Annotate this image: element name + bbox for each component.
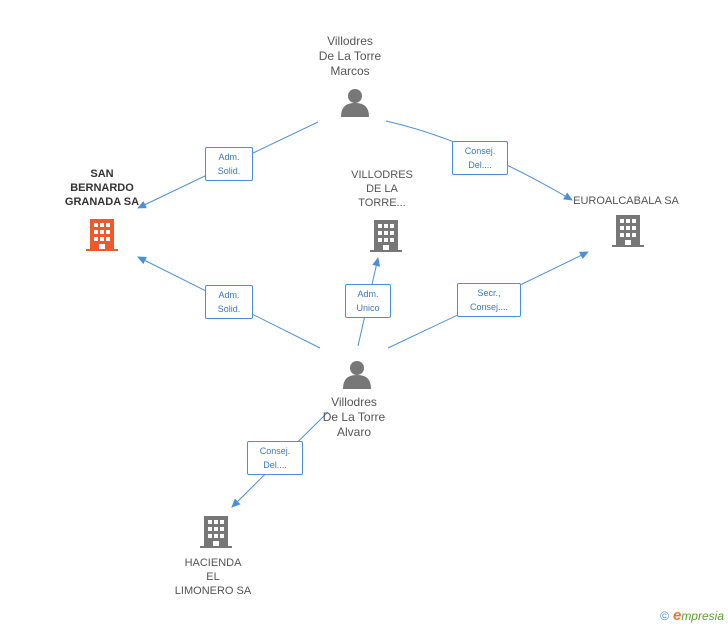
label-line: GRANADA SA [64,196,140,208]
edge-label-line: Consej. [259,446,291,456]
building-icon[interactable] [370,220,402,252]
edge-label-line: Adm. [218,152,240,162]
edge-label-line: Del.... [468,160,492,170]
brand-name: mpresia [681,609,724,623]
person-icon[interactable] [343,361,371,389]
node-label-marcos[interactable]: Villodres De La Torre Marcos [300,34,400,79]
label-line: SAN [90,168,114,180]
edge-label-line: Adm. [218,290,240,300]
edge-label-line: Unico [356,303,380,313]
label-line: DE LA [366,183,398,195]
label-line: VILLODRES [351,169,413,181]
edge-label-alvaro-sanbernardo[interactable]: Adm. Solid. [205,285,253,319]
label-line: De La Torre [322,410,386,424]
edge-label-marcos-euroalcabala[interactable]: Consej. Del.... [452,141,508,175]
edge-label-line: Del.... [263,460,287,470]
edge-label-line: Consej.... [469,302,509,312]
node-label-villodres-torre[interactable]: VILLODRES DE LA TORRE... [332,168,432,210]
label-line: TORRE... [358,197,406,209]
edge-label-line: Adm. [357,289,379,299]
label-line: Villodres [327,34,373,48]
node-label-euroalcabala[interactable]: EUROALCABALA SA [566,194,686,208]
edge-label-line: Secr., [477,288,501,298]
label-line: LIMONERO SA [174,585,252,597]
label-line: Marcos [330,64,370,78]
label-line: Villodres [331,395,377,409]
label-line: EUROALCABALA SA [573,195,679,207]
node-label-hacienda[interactable]: HACIENDA EL LIMONERO SA [163,556,263,598]
brand-initial: e [672,607,682,624]
edge-label-alvaro-euroalcabala[interactable]: Secr., Consej.... [457,283,521,317]
node-label-alvaro[interactable]: Villodres De La Torre Alvaro [304,395,404,440]
node-label-san-bernardo[interactable]: SAN BERNARDO GRANADA SA [52,167,152,209]
person-icon[interactable] [341,89,369,117]
edge-label-line: Solid. [217,304,241,314]
copyright-icon: © [660,609,669,623]
edge-label-marcos-sanbernardo[interactable]: Adm. Solid. [205,147,253,181]
label-line: HACIENDA [184,557,242,569]
label-line: Alvaro [336,425,371,439]
building-icon[interactable] [200,516,232,548]
label-line: BERNARDO [70,182,134,194]
label-line: EL [206,571,220,583]
brand-footer: ©empresia [660,607,724,624]
edge-label-line: Solid. [217,166,241,176]
label-line: De La Torre [318,49,382,63]
building-icon[interactable] [612,215,644,247]
edge-label-line: Consej. [464,146,496,156]
edge-label-alvaro-villodres[interactable]: Adm. Unico [345,284,391,318]
building-icon-highlight[interactable] [86,219,118,251]
edge-label-alvaro-hacienda[interactable]: Consej. Del.... [247,441,303,475]
